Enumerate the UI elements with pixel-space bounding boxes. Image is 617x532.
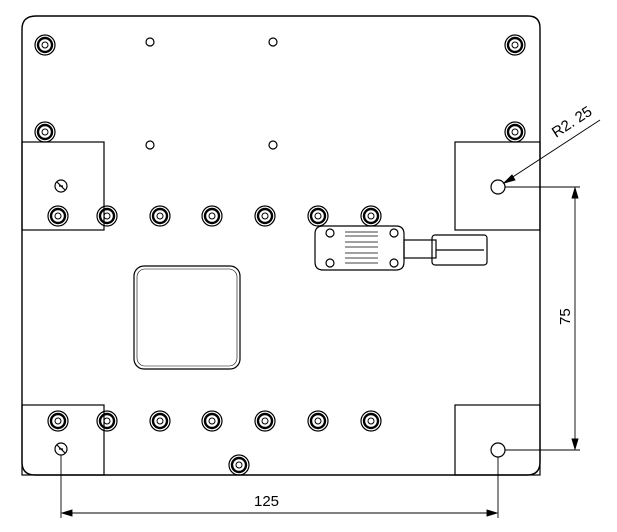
- connector-module: [314, 225, 488, 271]
- screw-icon: [201, 205, 223, 227]
- horizontal-dimension-label: 125: [254, 493, 279, 510]
- screw-icon: [254, 205, 276, 227]
- screw-icon: [47, 410, 69, 432]
- small-holes: [145, 37, 278, 150]
- screw-icon: [149, 205, 171, 227]
- dimension-lines: [60, 119, 601, 518]
- screw-icon: [34, 34, 56, 56]
- pin-upper-left: [54, 179, 68, 193]
- screw-icon: [228, 454, 250, 476]
- screw-icon: [96, 410, 118, 432]
- screw-icon: [149, 410, 171, 432]
- screw-icon: [201, 410, 223, 432]
- screw-icon: [360, 410, 382, 432]
- screw-icon: [504, 121, 526, 143]
- screw-icon: [504, 34, 526, 56]
- insert-block-top-left: [21, 141, 105, 231]
- screw-icon: [254, 410, 276, 432]
- screw-icon: [96, 205, 118, 227]
- base-plate-outline: [21, 15, 541, 476]
- screw-icon: [47, 205, 69, 227]
- screw-icon: [307, 205, 329, 227]
- screw-icon: [307, 410, 329, 432]
- vertical-dimension-label: 75: [557, 308, 574, 325]
- screw-icon: [34, 121, 56, 143]
- insert-block-bottom-right: [454, 404, 541, 476]
- insert-block-bottom-left: [21, 404, 105, 476]
- insert-block-top-right: [454, 141, 541, 231]
- screw-holes: [34, 34, 526, 476]
- square-window: [133, 265, 241, 370]
- radius-dimension-label: R2. 25: [549, 103, 595, 141]
